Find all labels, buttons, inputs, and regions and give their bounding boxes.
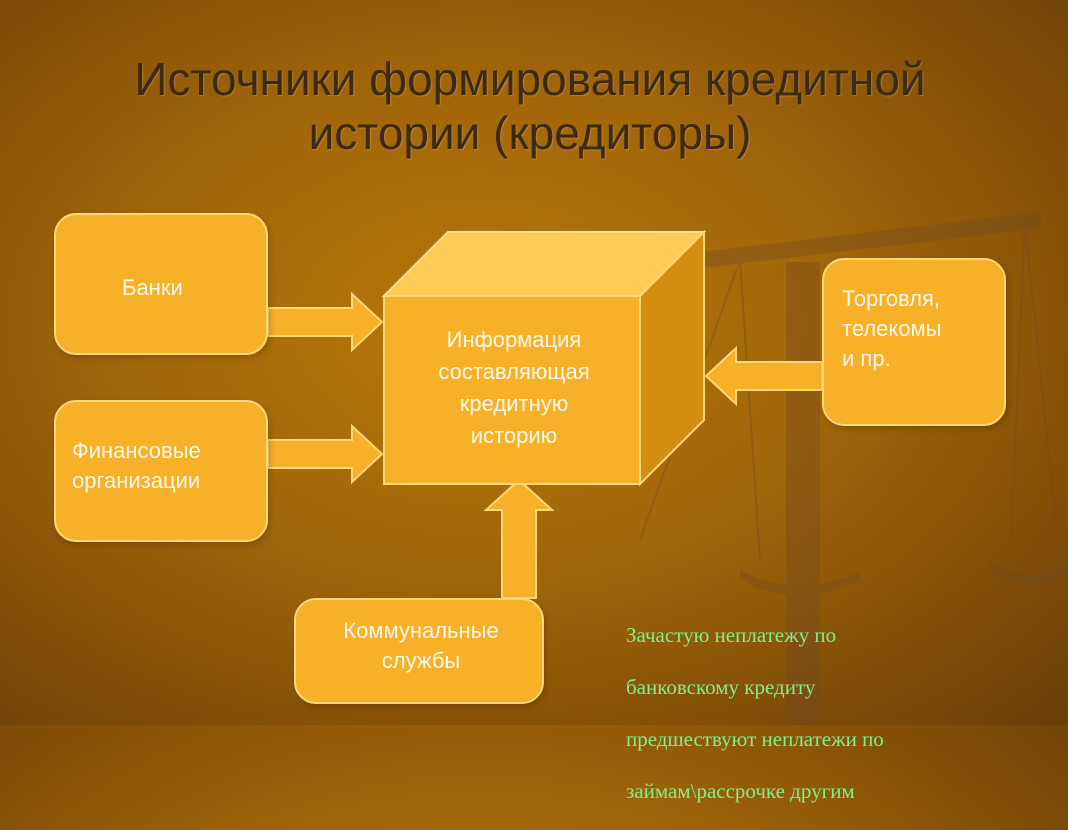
node-banks: Банки xyxy=(54,213,268,355)
arrow-finance-to-center xyxy=(267,423,384,485)
note-line-4: займам\рассрочке другим xyxy=(626,779,855,803)
note-line-2: банковскому кредиту xyxy=(626,675,816,699)
center-line-1: Информация xyxy=(446,327,582,352)
flow-diagram xyxy=(267,229,823,599)
title-line-1: Источники формирования кредитной xyxy=(134,53,926,105)
note-line-3: предшествуют неплатежи по xyxy=(626,727,884,751)
node-banks-label: Банки xyxy=(122,275,183,300)
node-trade-telecom: Торговля, телекомы и пр. xyxy=(822,258,1006,426)
trade-line-1: Торговля, xyxy=(842,286,941,311)
note-text: Зачастую неплатежу по банковскому кредит… xyxy=(626,596,1066,830)
trade-line-2: телекомы xyxy=(842,316,942,341)
center-node-label: Информация составляющая кредитную истори… xyxy=(386,324,642,452)
node-financial-organizations-label: Финансовые организации xyxy=(72,438,201,493)
slide: Источники формирования кредитной истории… xyxy=(54,52,1068,803)
center-line-2: составляющая xyxy=(438,359,590,384)
cube-front-face xyxy=(383,295,641,485)
center-line-4: историю xyxy=(470,423,558,448)
node-utilities-label: Коммунальные службы xyxy=(296,616,546,676)
center-cube xyxy=(381,229,707,487)
trade-line-3: и пр. xyxy=(842,346,891,371)
center-line-3: кредитную xyxy=(459,391,569,416)
utilities-line-2: службы xyxy=(381,648,461,673)
arrow-trade-to-center xyxy=(704,345,823,407)
note-line-1: Зачастую неплатежу по xyxy=(626,623,837,647)
title-line-2: истории (кредиторы) xyxy=(308,107,752,159)
arrow-utilities-to-center xyxy=(483,478,555,599)
node-trade-telecom-label: Торговля, телекомы и пр. xyxy=(842,284,1002,374)
slide-title: Источники формирования кредитной истории… xyxy=(60,52,1000,160)
node-financial-organizations: Финансовые организации xyxy=(54,400,268,542)
arrow-banks-to-center xyxy=(267,291,384,353)
utilities-line-1: Коммунальные xyxy=(343,618,499,643)
node-utilities: Коммунальные службы xyxy=(294,598,544,704)
